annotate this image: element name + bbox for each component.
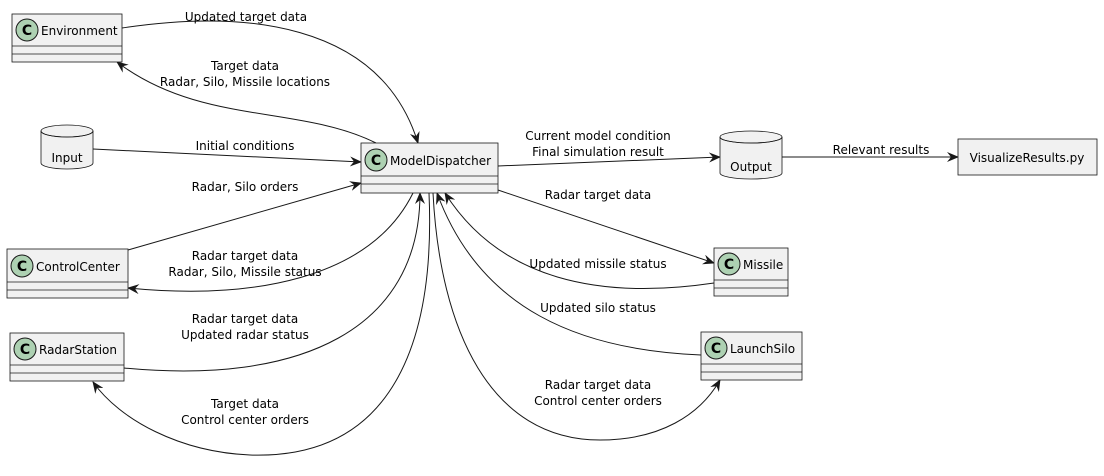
class-radar-station[interactable]: C RadarStation xyxy=(9,332,125,382)
database-name: Input xyxy=(51,151,82,165)
class-name: ModelDispatcher xyxy=(390,154,491,168)
svg-text:C: C xyxy=(371,153,381,169)
edge-dispatcher-to-launchsilo xyxy=(432,192,721,441)
class-name: RadarStation xyxy=(39,343,117,357)
edge-label: Updated target data xyxy=(185,10,307,24)
edge-label: Radar, Silo, Missile status xyxy=(168,265,321,279)
edge-label: Radar, Silo orders xyxy=(192,180,299,194)
edge-controlcenter-to-dispatcher xyxy=(127,181,362,251)
class-name: LaunchSilo xyxy=(730,342,795,356)
class-launch-silo[interactable]: C LaunchSilo xyxy=(700,331,803,381)
class-name: Environment xyxy=(41,24,118,38)
database-name: Output xyxy=(730,160,772,174)
svg-text:C: C xyxy=(22,23,32,39)
edge-label: Final simulation result xyxy=(532,145,664,159)
class-c-icon: C xyxy=(10,254,34,278)
edge-label: Control center orders xyxy=(181,413,309,427)
edge-dispatcher-to-missile xyxy=(497,189,715,265)
edge-radarstation-to-dispatcher xyxy=(123,192,425,372)
edge-label: Updated radar status xyxy=(181,328,309,342)
class-c-icon: C xyxy=(704,336,728,360)
edge-label: Updated missile status xyxy=(529,257,666,271)
edge-input-to-dispatcher xyxy=(92,148,362,167)
edge-label: Updated silo status xyxy=(540,301,656,315)
class-name: Missile xyxy=(743,258,783,272)
database-output[interactable]: Output xyxy=(719,130,783,180)
class-missile[interactable]: C Missile xyxy=(713,247,789,297)
svg-text:C: C xyxy=(17,259,27,275)
edge-labels: Updated target data Target data Radar, S… xyxy=(160,10,929,427)
svg-text:C: C xyxy=(711,341,721,357)
class-c-icon: C xyxy=(13,337,37,361)
edge-dispatcher-to-output xyxy=(497,152,721,167)
edge-label: Target data xyxy=(210,59,279,73)
database-input[interactable]: Input xyxy=(40,124,94,170)
class-name: ControlCenter xyxy=(36,260,120,274)
visualize-results-node[interactable]: VisualizeResults.py xyxy=(957,138,1098,176)
edge-label: Initial conditions xyxy=(196,139,295,153)
edges xyxy=(92,20,959,456)
class-c-icon: C xyxy=(15,18,39,42)
edge-label: Radar target data xyxy=(192,249,298,263)
edge-environment-to-dispatcher xyxy=(121,20,420,144)
edge-label: Target data xyxy=(210,397,279,411)
edge-label: Radar target data xyxy=(545,378,651,392)
edge-label: Radar, Silo, Missile locations xyxy=(160,75,330,89)
class-c-icon: C xyxy=(717,252,741,276)
edge-missile-to-dispatcher xyxy=(444,192,715,290)
edge-label: Relevant results xyxy=(833,143,930,157)
edge-label: Radar target data xyxy=(192,312,298,326)
edge-dispatcher-to-controlcenter xyxy=(127,192,414,295)
edge-dispatcher-to-radarstation xyxy=(92,192,431,456)
edge-launchsilo-to-dispatcher xyxy=(436,192,702,356)
svg-text:C: C xyxy=(724,257,734,273)
edge-label: Control center orders xyxy=(534,394,662,408)
node-name: VisualizeResults.py xyxy=(970,151,1085,165)
edge-label: Radar target data xyxy=(545,188,651,202)
class-environment[interactable]: C Environment xyxy=(11,13,123,63)
edge-label: Current model condition xyxy=(525,129,671,143)
class-model-dispatcher[interactable]: C ModelDispatcher xyxy=(360,142,499,194)
edge-dispatcher-to-environment xyxy=(116,61,377,144)
class-c-icon: C xyxy=(364,148,388,172)
svg-text:C: C xyxy=(20,342,30,358)
class-control-center[interactable]: C ControlCenter xyxy=(6,248,129,299)
